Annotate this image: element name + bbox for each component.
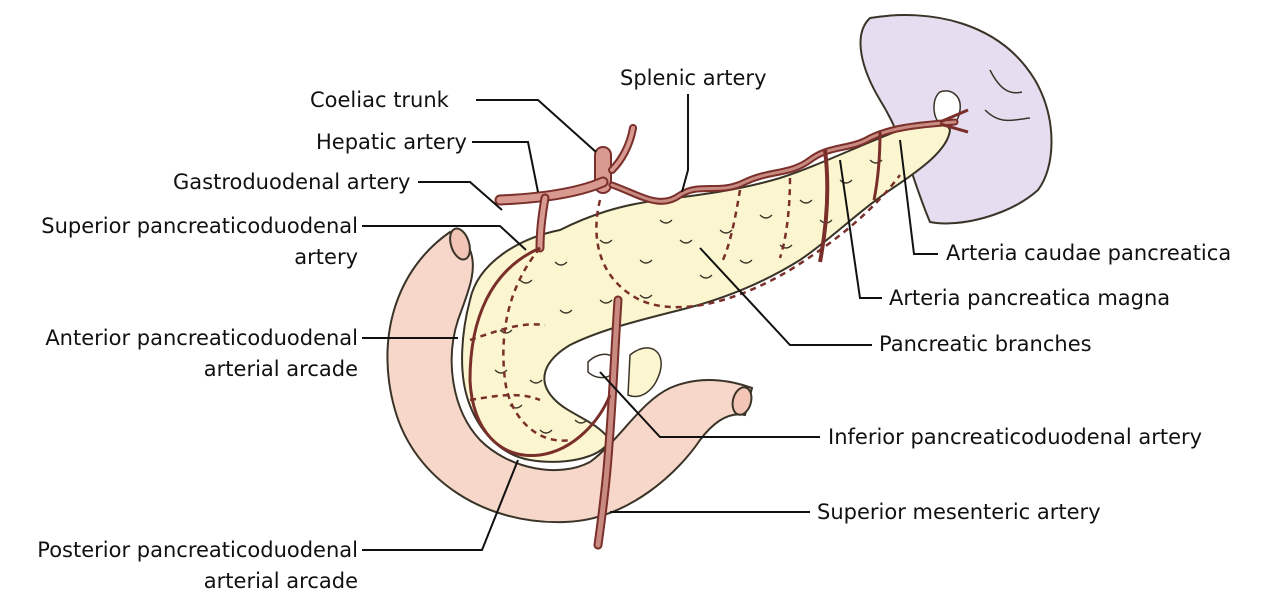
label-anterior-arcade-line1: Anterior pancreaticoduodenal bbox=[45, 326, 358, 350]
label-posterior-arcade-line1: Posterior pancreaticoduodenal bbox=[37, 538, 358, 562]
duodenum bbox=[386, 227, 754, 524]
label-arteria-pancreatica-magna: Arteria pancreatica magna bbox=[889, 286, 1171, 310]
coeliac-and-hepatic-arteries bbox=[494, 124, 637, 253]
leader-lines bbox=[362, 94, 938, 551]
label-coeliac-trunk: Coeliac trunk bbox=[310, 88, 449, 112]
label-inferior-pancreaticoduodenal-artery: Inferior pancreaticoduodenal artery bbox=[828, 425, 1203, 449]
label-anterior-arcade-line2: arterial arcade bbox=[203, 357, 358, 381]
label-superior-pancreaticoduodenal-artery-line2: artery bbox=[294, 245, 358, 269]
label-arteria-caudae-pancreatica: Arteria caudae pancreatica bbox=[946, 241, 1232, 265]
label-superior-pancreaticoduodenal-artery-line1: Superior pancreaticoduodenal bbox=[41, 214, 358, 238]
splenic-artery-path bbox=[608, 108, 969, 263]
label-pancreatic-branches: Pancreatic branches bbox=[879, 332, 1092, 356]
label-posterior-arcade-line2: arterial arcade bbox=[203, 569, 358, 593]
label-hepatic-artery: Hepatic artery bbox=[316, 130, 467, 154]
label-superior-mesenteric-artery: Superior mesenteric artery bbox=[817, 500, 1101, 524]
pancreaticoduodenal-arcades bbox=[468, 174, 901, 458]
label-splenic-artery: Splenic artery bbox=[620, 66, 767, 90]
label-gastroduodenal-artery: Gastroduodenal artery bbox=[173, 170, 411, 194]
